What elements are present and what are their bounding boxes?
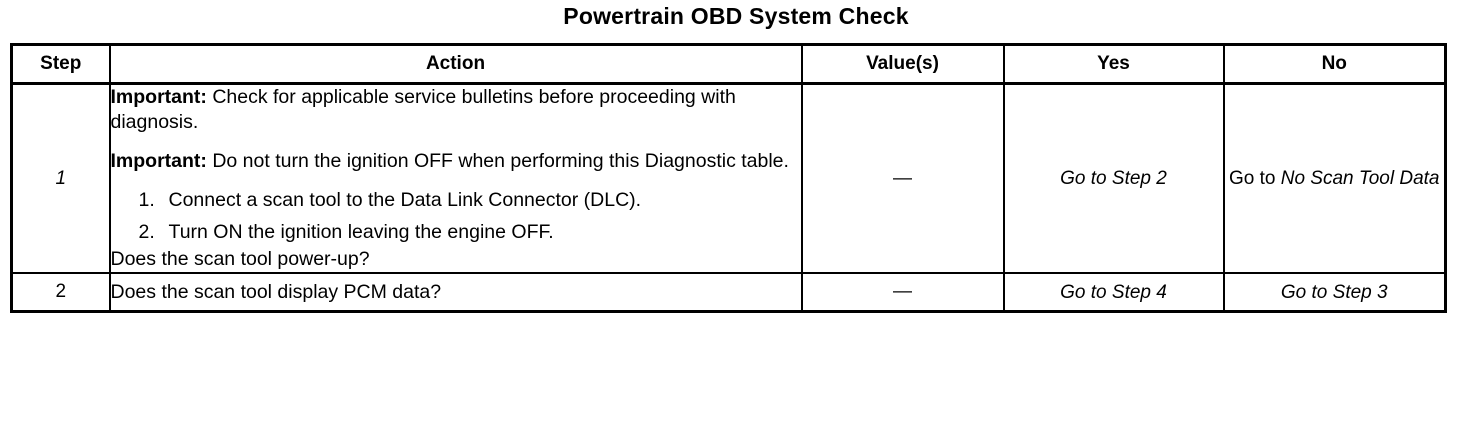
page-title: Powertrain OBD System Check (563, 3, 909, 29)
important-note-1: Important: Check for applicable service … (111, 85, 801, 135)
procedure-list: 1. Connect a scan tool to the Data Link C… (111, 188, 801, 245)
action-question: Does the scan tool display PCM data? (110, 280, 442, 303)
important-note-1-text: Check for applicable service bulletins b… (110, 86, 736, 133)
table-header-row: Step Action Value(s) Yes No (10, 43, 1447, 85)
important-note-2: Important: Do not turn the ignition OFF … (111, 149, 801, 174)
column-header-yes: Yes (1002, 43, 1225, 85)
column-header-step: Step (10, 43, 111, 85)
no-branch-cell[interactable]: Go to No Scan Tool Data (1222, 82, 1447, 274)
list-item-text: Turn ON the ignition leaving the engine … (168, 221, 554, 243)
column-header-no: No (1222, 43, 1447, 85)
important-label: Important: (110, 86, 207, 108)
value-cell: — (800, 272, 1005, 313)
value-cell: — (800, 82, 1005, 274)
important-label: Important: (110, 150, 207, 172)
table-row: 1 Important: Check for applicable servic… (10, 82, 1447, 274)
list-item-number: 2. (138, 221, 155, 243)
action-cell: Does the scan tool display PCM data? (108, 272, 803, 313)
no-branch-target: No Scan Tool Data (1280, 168, 1440, 189)
yes-branch-cell[interactable]: Go to Step 2 (1002, 82, 1225, 274)
list-item: 2. Turn ON the ignition leaving the engin… (111, 220, 801, 245)
no-branch-prefix: Go to (1228, 168, 1281, 189)
diagnostic-table: Step Action Value(s) Yes No 1 Important:… (10, 43, 1447, 313)
column-header-value: Value(s) (800, 43, 1005, 85)
step-number-cell: 2 (10, 272, 111, 313)
column-header-action: Action (108, 43, 803, 85)
list-item-number: 1. (138, 189, 155, 211)
step-number-cell: 1 (10, 82, 111, 274)
table-row: 2 Does the scan tool display PCM data? —… (10, 272, 1447, 313)
yes-branch-cell[interactable]: Go to Step 4 (1002, 272, 1225, 313)
no-branch-cell[interactable]: Go to Step 3 (1222, 272, 1447, 313)
list-item: 1. Connect a scan tool to the Data Link C… (111, 188, 801, 213)
important-note-2-text: Do not turn the ignition OFF when perfor… (206, 150, 789, 172)
action-cell: Important: Check for applicable service … (108, 82, 803, 274)
list-item-text: Connect a scan tool to the Data Link Con… (168, 189, 642, 211)
action-question: Does the scan tool power-up? (110, 248, 370, 270)
